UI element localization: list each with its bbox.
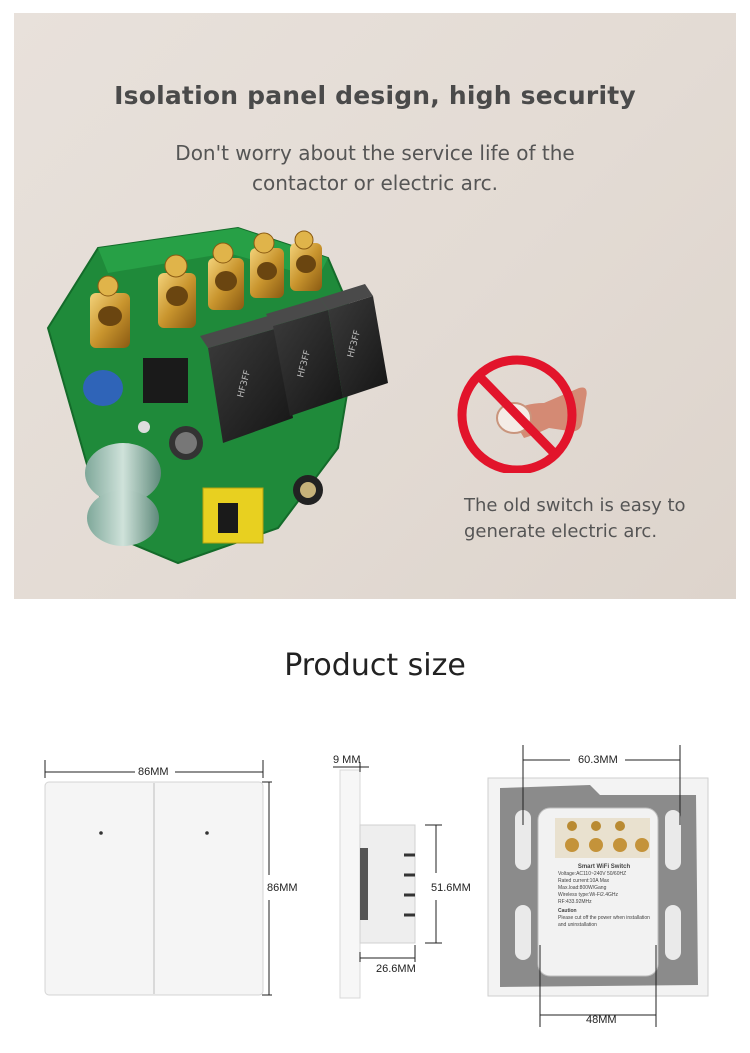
caution-heading: Caution bbox=[558, 908, 577, 914]
body-height-label: 51.6MM bbox=[431, 882, 471, 894]
old-switch-caption: The old switch is easy to generate elect… bbox=[464, 495, 686, 542]
spec-line: Rated current:10A Max bbox=[558, 878, 610, 884]
banner-title: Isolation panel design, high security bbox=[114, 81, 636, 110]
front-width-label: 86MM bbox=[138, 766, 169, 778]
circuit-board-image: HF3FF HF3FF HF3FF bbox=[46, 226, 388, 565]
panel-thickness-label: 9 MM bbox=[333, 754, 361, 766]
banner-subtitle: Don't worry about the service life of th… bbox=[175, 141, 575, 195]
spec-line: Voltage:AC110~240V 50/60HZ bbox=[558, 871, 627, 877]
base-width-label: 48MM bbox=[586, 1014, 617, 1026]
device-spec-label: Smart WiFi Switch Voltage:AC110~240V 50/… bbox=[558, 864, 650, 929]
body-depth-label: 26.6MM bbox=[376, 963, 416, 975]
spec-line: Wireless type:Wi-Fi2.4GHz bbox=[558, 892, 619, 898]
front-height-label: 86MM bbox=[267, 882, 298, 894]
prohibition-icon bbox=[457, 355, 587, 473]
caution-text: Please cut off the power when installati… bbox=[558, 915, 650, 928]
spec-label-title: Smart WiFi Switch bbox=[577, 864, 631, 870]
product-size-title: Product size bbox=[284, 648, 466, 683]
spec-line: RF:433.92MHz bbox=[558, 899, 592, 905]
isolation-panel-banner: Isolation panel design, high security Do… bbox=[14, 13, 736, 599]
front-view bbox=[44, 745, 709, 1027]
hole-spacing-label: 60.3MM bbox=[578, 754, 618, 766]
spec-line: Max.load:800W/Gang bbox=[558, 885, 607, 891]
